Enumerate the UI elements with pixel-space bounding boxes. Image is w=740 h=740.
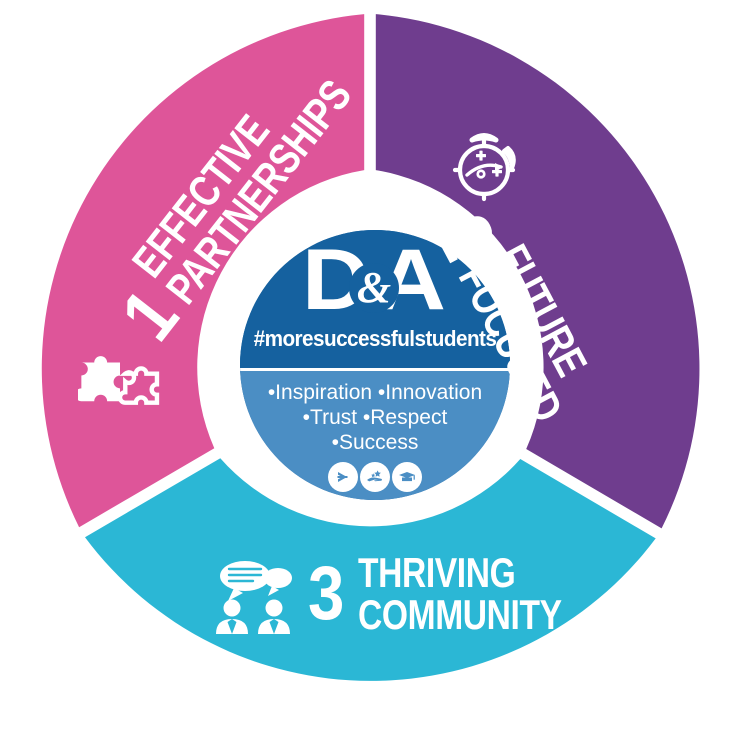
values-line-1: •Inspiration •Innovation: [267, 381, 483, 404]
center-hub-inner: D A & #moresuccessfulstudents •Inspirati…: [240, 230, 510, 500]
puzzle-piece-outline-icon: [117, 366, 160, 405]
hashtag-text: #moresuccessfulstudents: [253, 326, 497, 351]
segment-3-words: THRIVING COMMUNITY: [358, 552, 612, 636]
center-hub: D A & #moresuccessfulstudents •Inspirati…: [232, 222, 518, 508]
hub-divider: [240, 368, 510, 371]
hand-with-stars-icon: [360, 462, 390, 492]
puzzle-piece-filled-icon: [78, 356, 121, 402]
segment-2-wedge[interactable]: [375, 14, 700, 529]
chevron-arrow-icon: [328, 462, 358, 492]
values-line-3: •Success: [331, 431, 419, 454]
svg-text:&: &: [357, 263, 391, 312]
segment-1-icons: [78, 352, 188, 422]
graduation-cap-icon: [392, 462, 422, 492]
segment-3-line-1: THRIVING: [358, 549, 516, 596]
hub-icon-row: [240, 462, 510, 492]
segment-3-number: 3: [308, 550, 345, 636]
values-line-2: •Trust •Respect: [302, 406, 448, 429]
segment-3-label: 3 THRIVING COMMUNITY: [308, 552, 613, 636]
da-logo: D A &: [240, 238, 510, 322]
people-speech-bubbles-icon: [212, 556, 312, 634]
alarm-clock-target-icon: [448, 130, 526, 204]
segment-3-line-2: COMMUNITY: [358, 591, 562, 638]
values-list: •Inspiration •Innovation •Trust •Respect…: [240, 380, 510, 455]
